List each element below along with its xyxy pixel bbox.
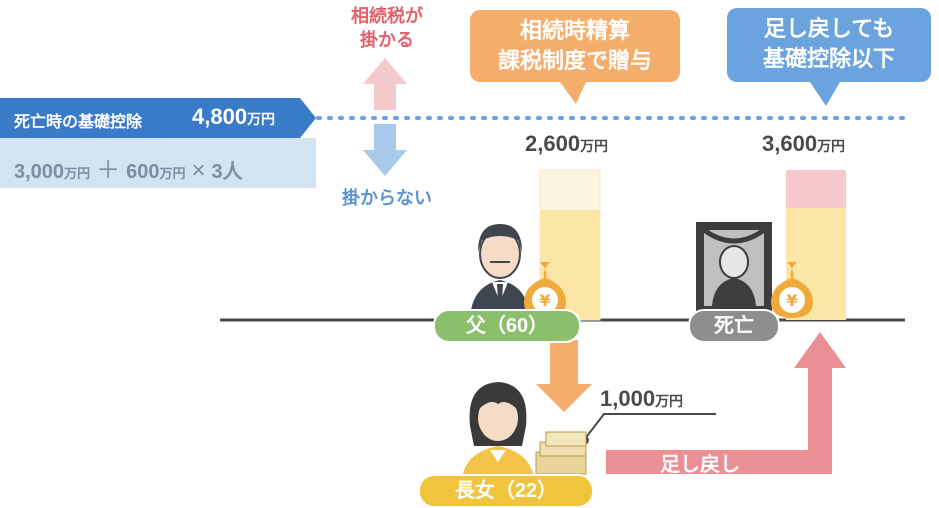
father-avatar	[470, 224, 530, 318]
daughter-avatar	[462, 382, 534, 478]
daughter-amount-value: 1,000	[600, 386, 656, 411]
father-amount-unit: 万円	[580, 138, 609, 154]
formula-heir-count: 3人	[211, 161, 243, 183]
below-deduction-callout-tail	[810, 82, 840, 106]
return-label: 足し戻し	[660, 454, 740, 476]
below-deduction-callout: 足し戻しても 基礎控除以下	[727, 8, 931, 82]
times-operator: ×	[191, 157, 206, 184]
deduction-label: 死亡時の基礎控除	[14, 114, 143, 131]
formula-base: 3,000	[14, 161, 65, 183]
formula-per-heir-unit: 万円	[159, 166, 186, 181]
daughter-amount-leader	[583, 413, 716, 441]
death-amount-unit: 万円	[817, 138, 846, 154]
not-taxed-arrow	[363, 124, 407, 176]
money-bag-icon: ¥	[771, 262, 813, 318]
death-asset-amount: 3,600万円	[762, 131, 845, 157]
father-amount-value: 2,600	[525, 131, 581, 156]
death-label: 死亡	[688, 309, 780, 343]
father-label: 父（60）	[433, 309, 581, 343]
daughter-label: 長女（22）	[418, 474, 594, 508]
settlement-callout: 相続時精算 課税制度で贈与	[470, 10, 680, 82]
taxed-label: 相続税が 掛かる	[351, 6, 423, 50]
father-asset-amount: 2,600万円	[525, 131, 608, 157]
formula-per-heir: 600	[126, 161, 160, 183]
deduction-banner	[0, 98, 316, 138]
deduction-formula-box	[0, 138, 316, 188]
cash-stack-icon	[535, 431, 587, 475]
deduction-formula: 3,000万円＋600万円×3人	[14, 150, 243, 185]
daughter-amount-unit: 万円	[655, 393, 684, 409]
deduction-amount-value: 4,800	[192, 104, 248, 129]
deduction-amount-unit: 万円	[247, 111, 276, 127]
settlement-callout-tail	[560, 82, 586, 104]
daughter-gift-amount: 1,000万円	[600, 386, 683, 412]
deduction-amount: 4,800万円	[192, 104, 275, 130]
death-amount-value: 3,600	[762, 131, 818, 156]
memorial-portrait-icon	[696, 222, 772, 314]
money-bag-icon: ¥	[524, 262, 566, 318]
gift-arrow	[536, 340, 592, 412]
formula-base-unit: 万円	[64, 166, 91, 181]
svg-text:¥: ¥	[786, 291, 797, 310]
not-taxed-label: 掛からない	[342, 188, 432, 208]
settlement-callout-text: 相続時精算 課税制度で贈与	[497, 18, 652, 73]
plus-operator: ＋	[96, 157, 121, 184]
svg-text:¥: ¥	[539, 291, 550, 310]
below-deduction-callout-text: 足し戻しても 基礎控除以下	[762, 16, 895, 71]
taxed-arrow	[363, 58, 407, 110]
return-arrow	[606, 332, 846, 474]
